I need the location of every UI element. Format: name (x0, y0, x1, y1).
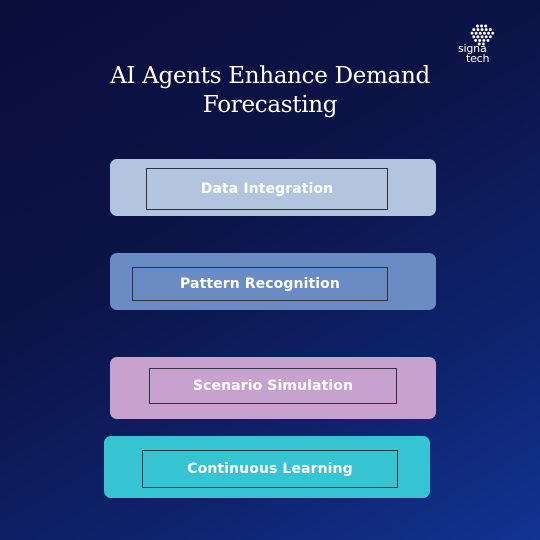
logo-dot (482, 38, 486, 42)
logo-dot (480, 28, 484, 32)
logo-dot (480, 24, 483, 28)
logo-dot (474, 38, 478, 42)
logo-dot (484, 24, 488, 28)
signatech-logo: signa tech (456, 24, 508, 70)
stage-label: Continuous Learning (142, 450, 398, 488)
logo-dot (486, 38, 490, 42)
logo-dot (491, 31, 495, 35)
logo-dot (488, 28, 492, 32)
logo-dot (488, 35, 492, 39)
logo-line-1: signa (458, 42, 487, 55)
stage-label: Pattern Recognition (132, 267, 388, 301)
logo-line-2: tech (466, 52, 490, 65)
stage-pattern-recognition: Pattern Recognition (110, 253, 436, 310)
dotted-diamond-grid-icon (470, 24, 495, 46)
logo-dot (482, 31, 486, 35)
logo-dot (472, 35, 476, 39)
stage-data-integration: Data Integration (110, 159, 436, 216)
logo-dot (475, 24, 479, 28)
stage-label: Data Integration (146, 168, 388, 210)
logo-dot (476, 35, 480, 39)
logo-dot (478, 31, 482, 35)
logo-dot (487, 31, 491, 35)
logo-wordmark: signa tech (458, 42, 506, 65)
logo-dot (470, 31, 474, 35)
logo-dot (472, 28, 476, 32)
logo-dot (476, 28, 480, 32)
stage-scenario-simulation: Scenario Simulation (110, 357, 436, 419)
page-title: AI Agents Enhance Demand Forecasting (110, 63, 430, 118)
stage-label: Scenario Simulation (149, 368, 397, 404)
logo-dot (484, 28, 488, 32)
logo-dot (480, 35, 484, 39)
logo-dot (474, 31, 478, 35)
logo-dot (478, 38, 482, 42)
logo-dot (481, 42, 485, 46)
logo-dot (477, 42, 481, 46)
logo-dot (484, 35, 488, 39)
stage-continuous-learning: Continuous Learning (104, 436, 430, 498)
